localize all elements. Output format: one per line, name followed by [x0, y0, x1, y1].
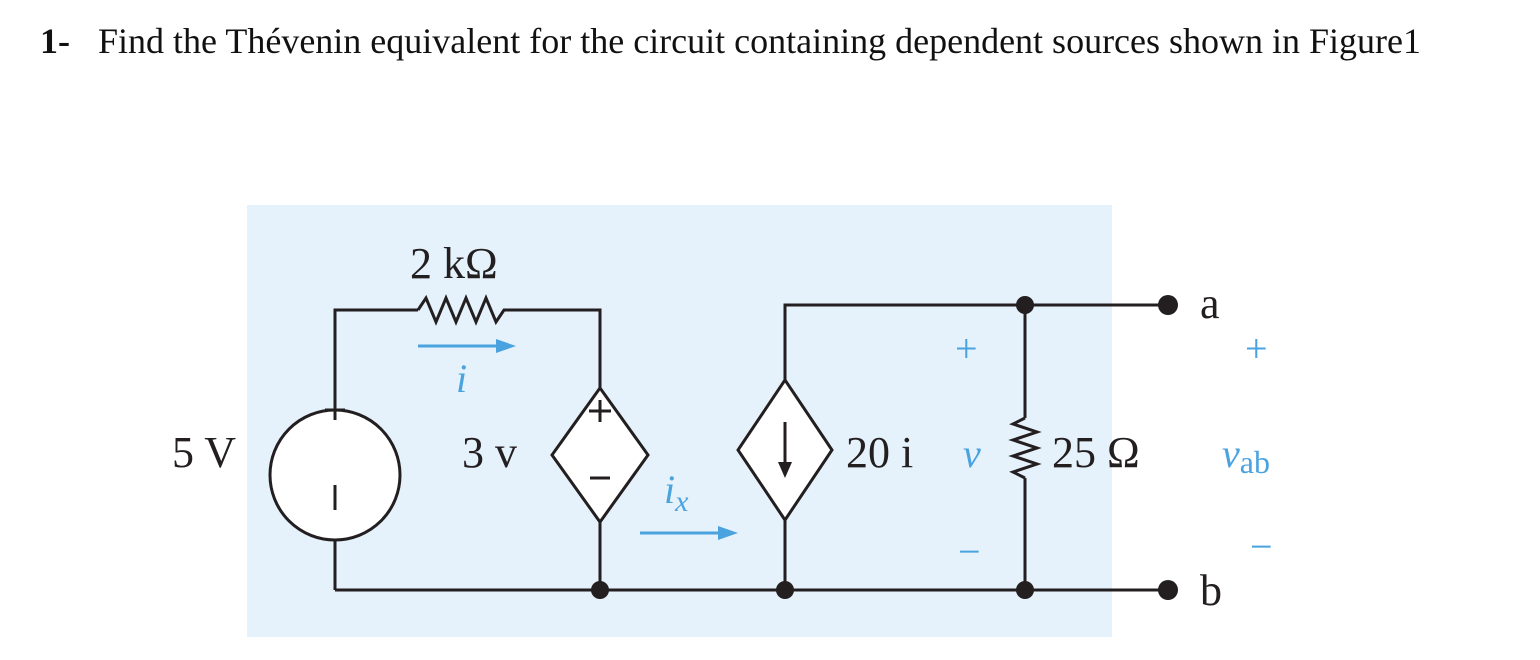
junction-dot [591, 581, 609, 599]
vab-sub: ab [1240, 444, 1270, 480]
circuit-labels: 2 kΩ 5 V 3 v 20 i 25 Ω a b [172, 239, 1222, 615]
label-current-ix: ix [664, 467, 689, 518]
label-v-minus: − [958, 529, 981, 574]
junctions [591, 295, 1178, 600]
label-resistor-2k: 2 kΩ [410, 239, 498, 288]
terminal-a-dot [1158, 295, 1178, 315]
ix-sub: x [674, 485, 689, 518]
label-vab: vab [1222, 431, 1270, 480]
voltage-source-5v [268, 408, 402, 542]
label-source-5v: 5 V [172, 428, 236, 477]
junction-dot [776, 581, 794, 599]
circuit-wires [268, 294, 1170, 592]
wire-mid-top [512, 308, 602, 388]
vab-main: v [1222, 431, 1240, 476]
arrow-i-head [496, 339, 516, 353]
arrow-ix-head [718, 526, 738, 540]
label-voltage-v: v [963, 431, 981, 476]
resistor-2k-symbol [416, 294, 512, 326]
label-dep-voltage: 3 v [462, 428, 517, 477]
question: 1- Find the Thévenin equivalent for the … [40, 18, 1500, 64]
question-number: 1- [40, 21, 70, 61]
current-arrows [418, 339, 738, 540]
ix-main: i [664, 467, 675, 512]
dep-voltage-source [550, 385, 650, 525]
terminal-b-dot [1158, 580, 1178, 600]
dep-isource-arrowhead [778, 462, 792, 478]
label-dep-current: 20 i [846, 428, 913, 477]
junction-dot [1016, 296, 1034, 314]
label-v-plus: + [955, 326, 978, 371]
label-terminal-b: b [1200, 566, 1222, 615]
label-vab-minus: − [1250, 524, 1273, 569]
blue-labels: i ix + v − + vab − [456, 326, 1273, 574]
label-current-i: i [456, 356, 467, 401]
resistor-25-symbol [1008, 416, 1042, 480]
wire-right-top [783, 303, 1170, 380]
label-resistor-25: 25 Ω [1052, 428, 1140, 477]
label-vab-plus: + [1245, 326, 1268, 371]
question-text: Find the Thévenin equivalent for the cir… [98, 21, 1422, 61]
label-terminal-a: a [1200, 279, 1220, 328]
figure-background [247, 205, 1112, 637]
junction-dot [1016, 581, 1034, 599]
